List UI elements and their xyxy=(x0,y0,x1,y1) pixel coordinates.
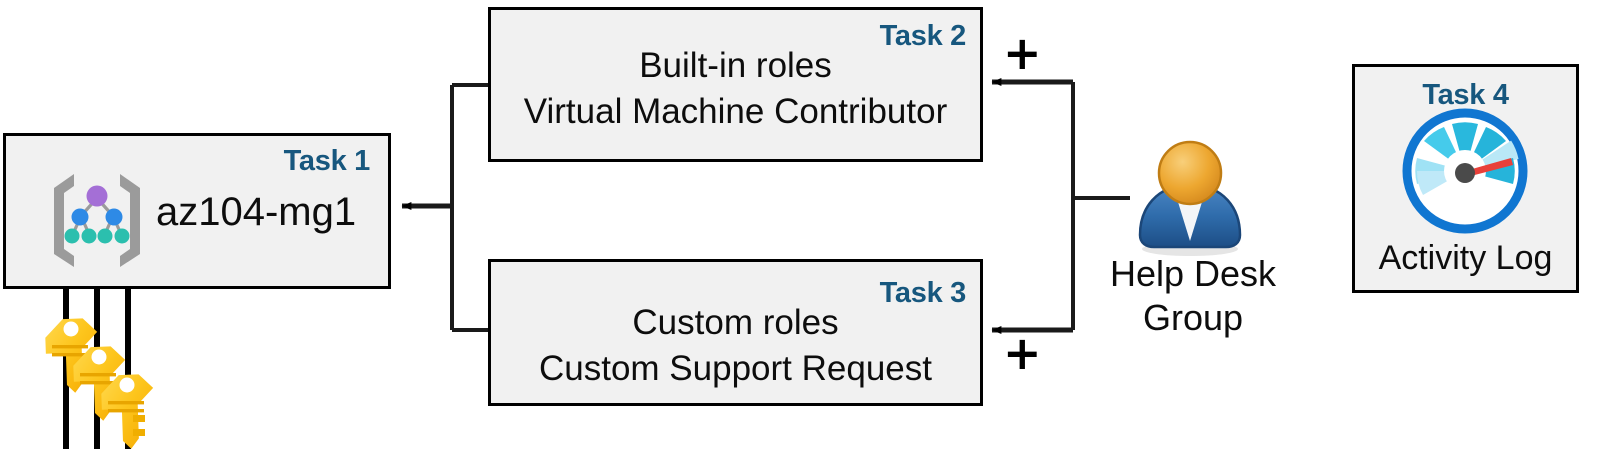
task-2-tag: Task 2 xyxy=(879,20,967,52)
task-1-tag: Task 1 xyxy=(283,145,371,177)
bracket-connector xyxy=(401,83,490,332)
key-3 xyxy=(101,374,154,449)
task-1-box[interactable]: Task 1 az104-mg1 xyxy=(3,133,391,289)
keys-icon xyxy=(30,311,154,449)
task-4-label: Activity Log xyxy=(1378,239,1553,277)
task-2-label: Built-in roles Virtual Machine Contribut… xyxy=(523,46,948,131)
gauge-pivot xyxy=(1455,163,1475,183)
bracket-right xyxy=(120,174,140,267)
management-group-icon xyxy=(48,168,146,272)
mg-leaf-node-2 xyxy=(81,228,97,244)
task-3-box[interactable]: Task 3 Custom roles Custom Support Reque… xyxy=(488,259,983,406)
mg-leaf-node-3 xyxy=(97,228,113,244)
task-4-box[interactable]: Task 4 Activity Log xyxy=(1352,64,1579,293)
key-2 xyxy=(73,346,126,421)
task-3-tag: Task 3 xyxy=(879,277,967,309)
task-2-box[interactable]: Task 2 Built-in roles Virtual Machine Co… xyxy=(488,7,983,162)
key-1 xyxy=(45,318,98,393)
bracket-left xyxy=(54,174,74,267)
helpdesk-group-label: Help Desk Group xyxy=(1109,253,1277,338)
plus-icon-bottom: + xyxy=(1003,326,1042,380)
gauge-needle xyxy=(1465,158,1513,177)
mg-leaf-node-1 xyxy=(64,228,80,244)
mg-leaf-node-4 xyxy=(114,228,130,244)
plus-icon-top: + xyxy=(1003,26,1042,80)
mg-root-node xyxy=(86,185,108,207)
task-4-tag: Task 4 xyxy=(1422,79,1509,111)
mg-mid-node-1 xyxy=(71,208,89,226)
task-1-label: az104-mg1 xyxy=(156,190,357,234)
gauge-icon xyxy=(1394,105,1536,237)
user-group-icon xyxy=(1126,137,1254,259)
task-3-label: Custom roles Custom Support Request xyxy=(539,303,932,388)
mg-mid-node-2 xyxy=(105,208,123,226)
person-head xyxy=(1157,140,1223,206)
